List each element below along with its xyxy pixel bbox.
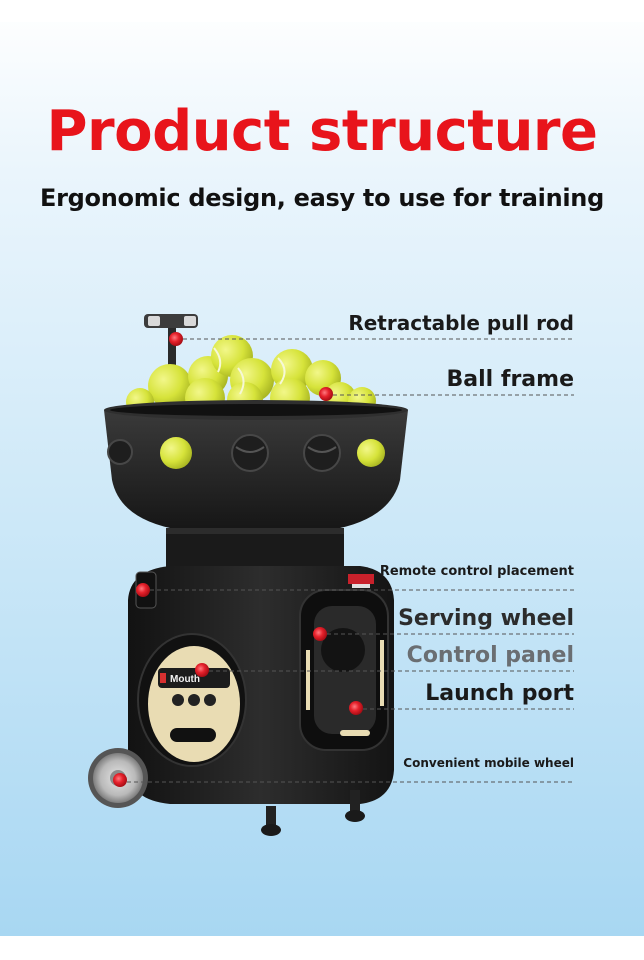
svg-text:Mouth: Mouth	[170, 674, 200, 685]
label-remote-control-placement: Remote control placement	[379, 564, 574, 579]
control-panel: Mouth	[137, 633, 247, 767]
leader-lines	[120, 338, 574, 783]
ball-frame-hopper	[104, 400, 408, 530]
label-retractable-pull-rod: Retractable pull rod	[348, 311, 574, 335]
ball-machine-illustration: Mouth	[88, 314, 574, 836]
top-white-band	[0, 0, 644, 22]
page-subtitle: Ergonomic design, easy to use for traini…	[40, 184, 604, 212]
bottom-white-band	[0, 936, 644, 960]
launch-port	[299, 589, 389, 751]
label-ball-frame: Ball frame	[446, 367, 574, 392]
label-serving-wheel: Serving wheel	[398, 606, 574, 631]
red-dot-marker-icon	[113, 332, 363, 787]
label-launch-port: Launch port	[425, 681, 574, 706]
label-control-panel: Control panel	[406, 643, 574, 668]
page-title: Product structure	[46, 99, 598, 164]
label-mobile-wheel: Convenient mobile wheel	[403, 756, 574, 770]
